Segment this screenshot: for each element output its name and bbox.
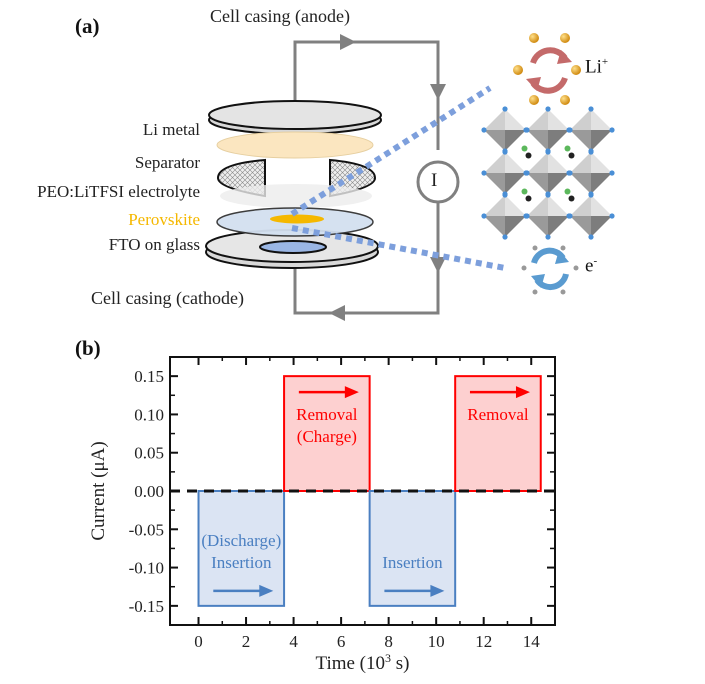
cathode-casing-disk <box>205 229 379 269</box>
electrolyte-layer <box>220 184 372 208</box>
y-tick-label: -0.05 <box>129 520 164 539</box>
layer-label-electrolyte: PEO:LiTFSI electrolyte <box>37 182 200 201</box>
x-tick-label: 14 <box>523 632 541 651</box>
segment-removal-2: Removal <box>454 375 542 492</box>
perovskite-lattice <box>481 106 615 240</box>
x-tick-label: 4 <box>289 632 298 651</box>
octahedron <box>524 192 572 240</box>
panel-b-label: (b) <box>75 336 101 360</box>
organic-cation <box>564 188 575 202</box>
y-tick-label: 0.15 <box>134 367 164 386</box>
y-tick-label: -0.15 <box>129 597 164 616</box>
arrow-bottom-icon <box>329 305 345 321</box>
octahedron <box>481 192 529 240</box>
electron-label: e- <box>585 255 597 277</box>
current-time-chart: (Discharge) Insertion Removal (Charge) Inser… <box>88 356 556 674</box>
arrow-head-icon <box>259 584 274 597</box>
y-tick-label: 0.10 <box>134 405 164 424</box>
li-ion-text: Li <box>585 56 602 78</box>
x-ticks: 0 2 4 6 8 10 12 14 <box>194 357 540 651</box>
cathode-label: Cell casing (cathode) <box>91 288 244 308</box>
organic-cation <box>564 145 575 159</box>
electron-charge: - <box>593 255 598 267</box>
x-tick-label: 8 <box>384 632 393 651</box>
y-tick-label: 0.05 <box>134 444 164 463</box>
octahedron <box>567 106 615 154</box>
arrow-head-icon <box>430 584 445 597</box>
x-tick-label: 12 <box>475 632 492 651</box>
segment-bar <box>283 375 371 492</box>
layer-label-li-metal: Li metal <box>142 120 200 139</box>
arrow-top-icon <box>340 34 356 50</box>
layer-label-perovskite: Perovskite <box>128 210 200 229</box>
segment-insertion-1: (Discharge) Insertion <box>197 490 286 607</box>
electron-text: e <box>585 255 594 277</box>
panel-a-label: (a) <box>75 14 100 38</box>
octahedron <box>524 106 572 154</box>
segments-layer: (Discharge) Insertion Removal (Charge) Inser… <box>197 375 542 607</box>
dotted-guide-lines <box>290 85 506 271</box>
cell-diagram <box>205 33 615 321</box>
segment-label: Removal <box>296 405 358 424</box>
x-tick-label: 2 <box>242 632 251 651</box>
li-metal-disk <box>208 100 382 135</box>
y-ticks: 0.15 0.10 0.05 0.00 -0.05 -0.10 -0.15 <box>129 367 555 616</box>
ammeter-icon <box>416 160 460 204</box>
arrow-right-down-icon <box>430 84 446 100</box>
x-tick-label: 10 <box>428 632 445 651</box>
octahedron <box>567 149 615 197</box>
anode-label: Cell casing (anode) <box>210 6 350 26</box>
segment-label: Insertion <box>382 553 443 572</box>
segment-label: Insertion <box>211 553 272 572</box>
electron-cycle-icon <box>521 245 579 295</box>
ammeter-symbol: I <box>431 170 438 191</box>
layer-label-separator: Separator <box>134 153 200 172</box>
x-axis-label: Time (103 s) <box>316 651 410 674</box>
octahedron <box>567 192 615 240</box>
segment-bar <box>368 490 457 607</box>
octahedron <box>524 149 572 197</box>
li-ion-label: Li+ <box>585 56 608 78</box>
x-tick-label: 0 <box>194 632 203 651</box>
li-ion-cycle-icon <box>513 33 581 105</box>
y-tick-label: 0.00 <box>134 482 164 501</box>
layer-label-fto: FTO on glass <box>108 235 200 254</box>
segment-removal-1: Removal (Charge) <box>283 375 371 492</box>
arrow-right-down2-icon <box>430 257 446 273</box>
x-tick-label: 6 <box>337 632 346 651</box>
fto-glass-disk <box>216 207 374 237</box>
organic-cation <box>521 145 532 159</box>
octahedron <box>481 149 529 197</box>
y-tick-label: -0.10 <box>129 559 164 578</box>
octahedron <box>481 106 529 154</box>
arrow-head-icon <box>515 386 530 399</box>
segment-label: (Charge) <box>297 427 357 446</box>
segment-insertion-2: Insertion <box>368 490 457 607</box>
arrow-head-icon <box>344 386 359 399</box>
organic-cation <box>521 188 532 202</box>
li-ion-charge: + <box>601 56 609 68</box>
segment-label: (Discharge) <box>201 531 281 550</box>
li-foil-layer <box>216 131 374 159</box>
segment-label: Removal <box>467 405 529 424</box>
segment-bar <box>454 375 542 492</box>
y-axis-label: Current (μA) <box>88 441 109 540</box>
